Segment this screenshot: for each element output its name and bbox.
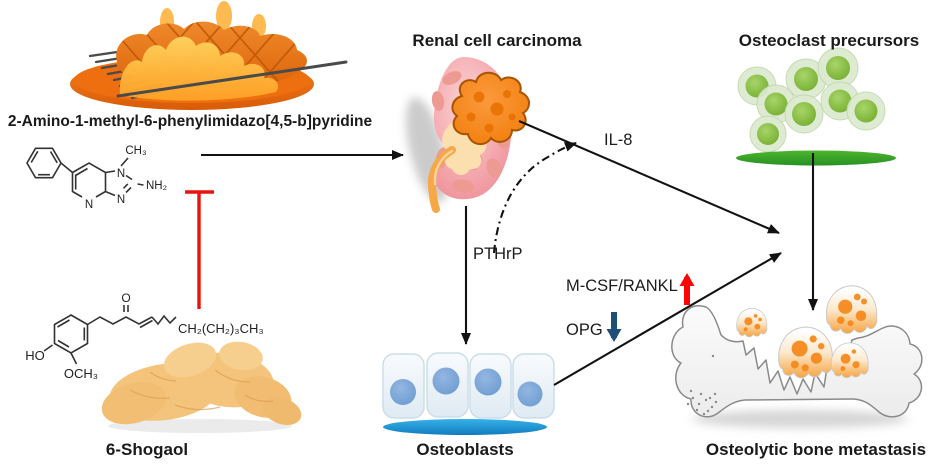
ginger-icon	[101, 341, 302, 433]
shogaol-structure: O HO OCH₃ CH₂(CH₂)₃CH₃	[25, 291, 263, 381]
osteoclast-cells-icon	[736, 285, 878, 379]
arrow-osteoblasts-to-precursors	[553, 252, 782, 386]
opg-label: OPG	[566, 321, 603, 339]
precursor-plate-icon	[736, 150, 896, 166]
osteoblasts-icon	[382, 352, 555, 435]
bone-icon	[671, 305, 923, 428]
shogaol-chain-label: CH₂(CH₂)₃CH₃	[178, 321, 264, 336]
arrow-pthrp-to-il8-dashdot	[492, 142, 577, 254]
osteoclast-precursors-icon	[736, 47, 896, 166]
inhibition-bar-shogaol	[185, 190, 214, 309]
grilled-meat-icon	[70, 1, 348, 110]
flames-icon	[119, 36, 279, 101]
phip-ch3-label: CH₃	[125, 145, 147, 157]
phip-source-label: 2-Amino-1-methyl-6-phenylimidazo[4,5-b]p…	[7, 113, 373, 130]
bone-metastasis-label: Osteolytic bone metastasis	[705, 440, 927, 459]
phip-structure: CH₃ N NH₂ N N	[26, 145, 167, 211]
phip-n-top-label: N	[117, 168, 125, 180]
pthrp-label: PTHrP	[473, 245, 523, 263]
arrow-rcc-to-precursors	[518, 120, 780, 234]
tumor-icon	[451, 71, 530, 146]
mcsf-rankl-label: M-CSF/RANKL	[566, 277, 678, 295]
shogaol-ho-label: HO	[25, 348, 45, 363]
phip-nh2-label: NH₂	[146, 180, 167, 192]
bone-stipple	[686, 354, 718, 416]
shogaol-och3-label: OCH₃	[64, 366, 98, 381]
shogaol-label: 6-Shogaol	[105, 440, 189, 459]
rcc-label: Renal cell carcinoma	[412, 31, 582, 50]
osteoclast-precursors-label: Osteoclast precursors	[738, 31, 920, 50]
osteoblast-plate-icon	[383, 419, 547, 435]
il8-label: IL-8	[604, 131, 633, 149]
shogaol-o-label: O	[121, 291, 130, 305]
phip-n-pyridine-label: N	[85, 199, 93, 211]
osteoblasts-label: Osteoblasts	[416, 440, 514, 459]
renal-pelvis-icon	[442, 99, 487, 175]
phip-n-bottom-label: N	[117, 194, 125, 206]
